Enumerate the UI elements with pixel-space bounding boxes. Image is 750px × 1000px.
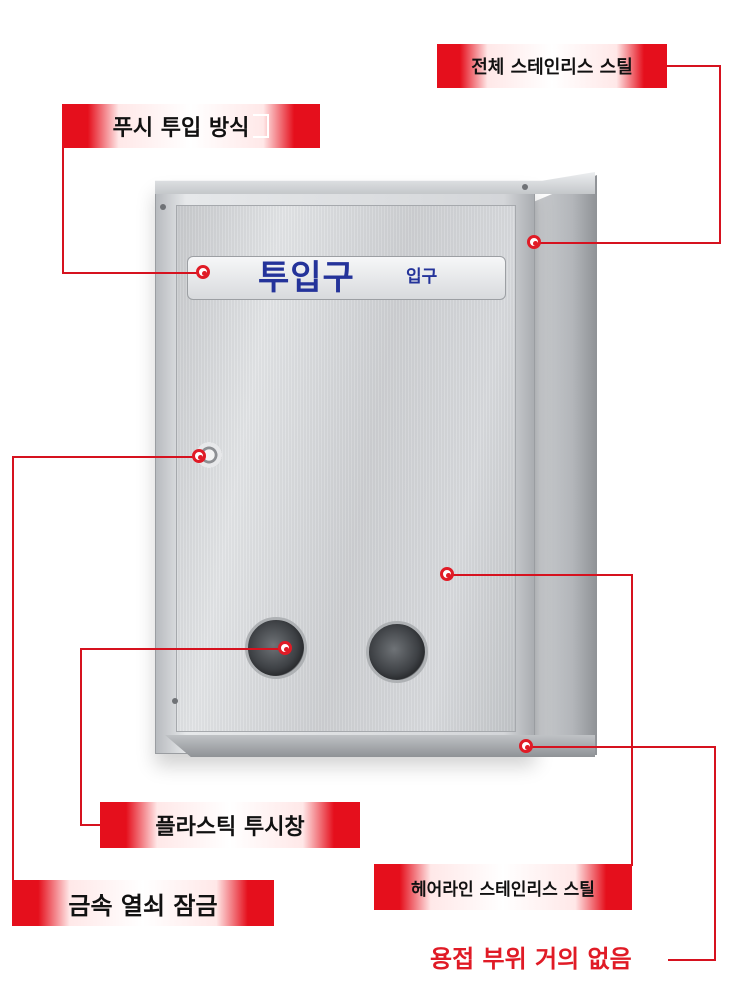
bracket-icon — [253, 114, 270, 138]
callout-line — [450, 574, 633, 576]
callout-full-stainless: 전체 스테인리스 스틸 — [437, 44, 667, 88]
callout-dot — [440, 567, 454, 581]
callout-line — [668, 959, 716, 961]
input-slot-plate — [187, 256, 506, 300]
callout-push-input-text: 푸시 투입 방식 — [112, 116, 250, 141]
slot-label-sub: 입구 — [406, 267, 438, 287]
callout-line — [80, 824, 102, 826]
callout-no-weld: 용접 부위 거의 없음 — [430, 945, 632, 973]
mailbox-bottom-edge — [165, 735, 595, 757]
callout-dot — [527, 235, 541, 249]
callout-line — [719, 65, 721, 243]
screw — [522, 184, 528, 190]
screw — [172, 698, 178, 704]
callout-hairline-stainless: 헤어라인 스테인리스 스틸 — [374, 864, 632, 910]
slot-label-main: 투입구 — [258, 258, 355, 298]
callout-metal-lock-text: 금속 열쇠 잠금 — [68, 891, 218, 920]
callout-dot — [519, 739, 533, 753]
callout-plastic-window: 플라스틱 투시창 — [100, 802, 360, 848]
callout-line — [665, 65, 721, 67]
callout-line — [62, 272, 200, 274]
callout-line — [532, 746, 716, 748]
callout-full-stainless-text: 전체 스테인리스 스틸 — [471, 57, 633, 78]
screw — [160, 204, 166, 210]
callout-dot — [196, 265, 210, 279]
callout-line — [12, 456, 200, 458]
callout-metal-lock: 금속 열쇠 잠금 — [12, 880, 274, 926]
callout-dot — [192, 449, 206, 463]
callout-line — [62, 145, 64, 273]
callout-line — [631, 574, 633, 866]
callout-line — [80, 648, 286, 650]
callout-line — [540, 242, 721, 244]
callout-push-input: 푸시 투입 방식 — [62, 104, 320, 148]
callout-hairline-stainless-text: 헤어라인 스테인리스 스틸 — [411, 879, 595, 900]
callout-plastic-window-text: 플라스틱 투시창 — [155, 815, 305, 840]
mailbox-top-edge — [155, 172, 595, 194]
callout-line — [80, 648, 82, 826]
callout-line — [714, 746, 716, 961]
view-window-right — [366, 621, 428, 683]
callout-line — [12, 456, 14, 881]
callout-dot — [278, 641, 292, 655]
